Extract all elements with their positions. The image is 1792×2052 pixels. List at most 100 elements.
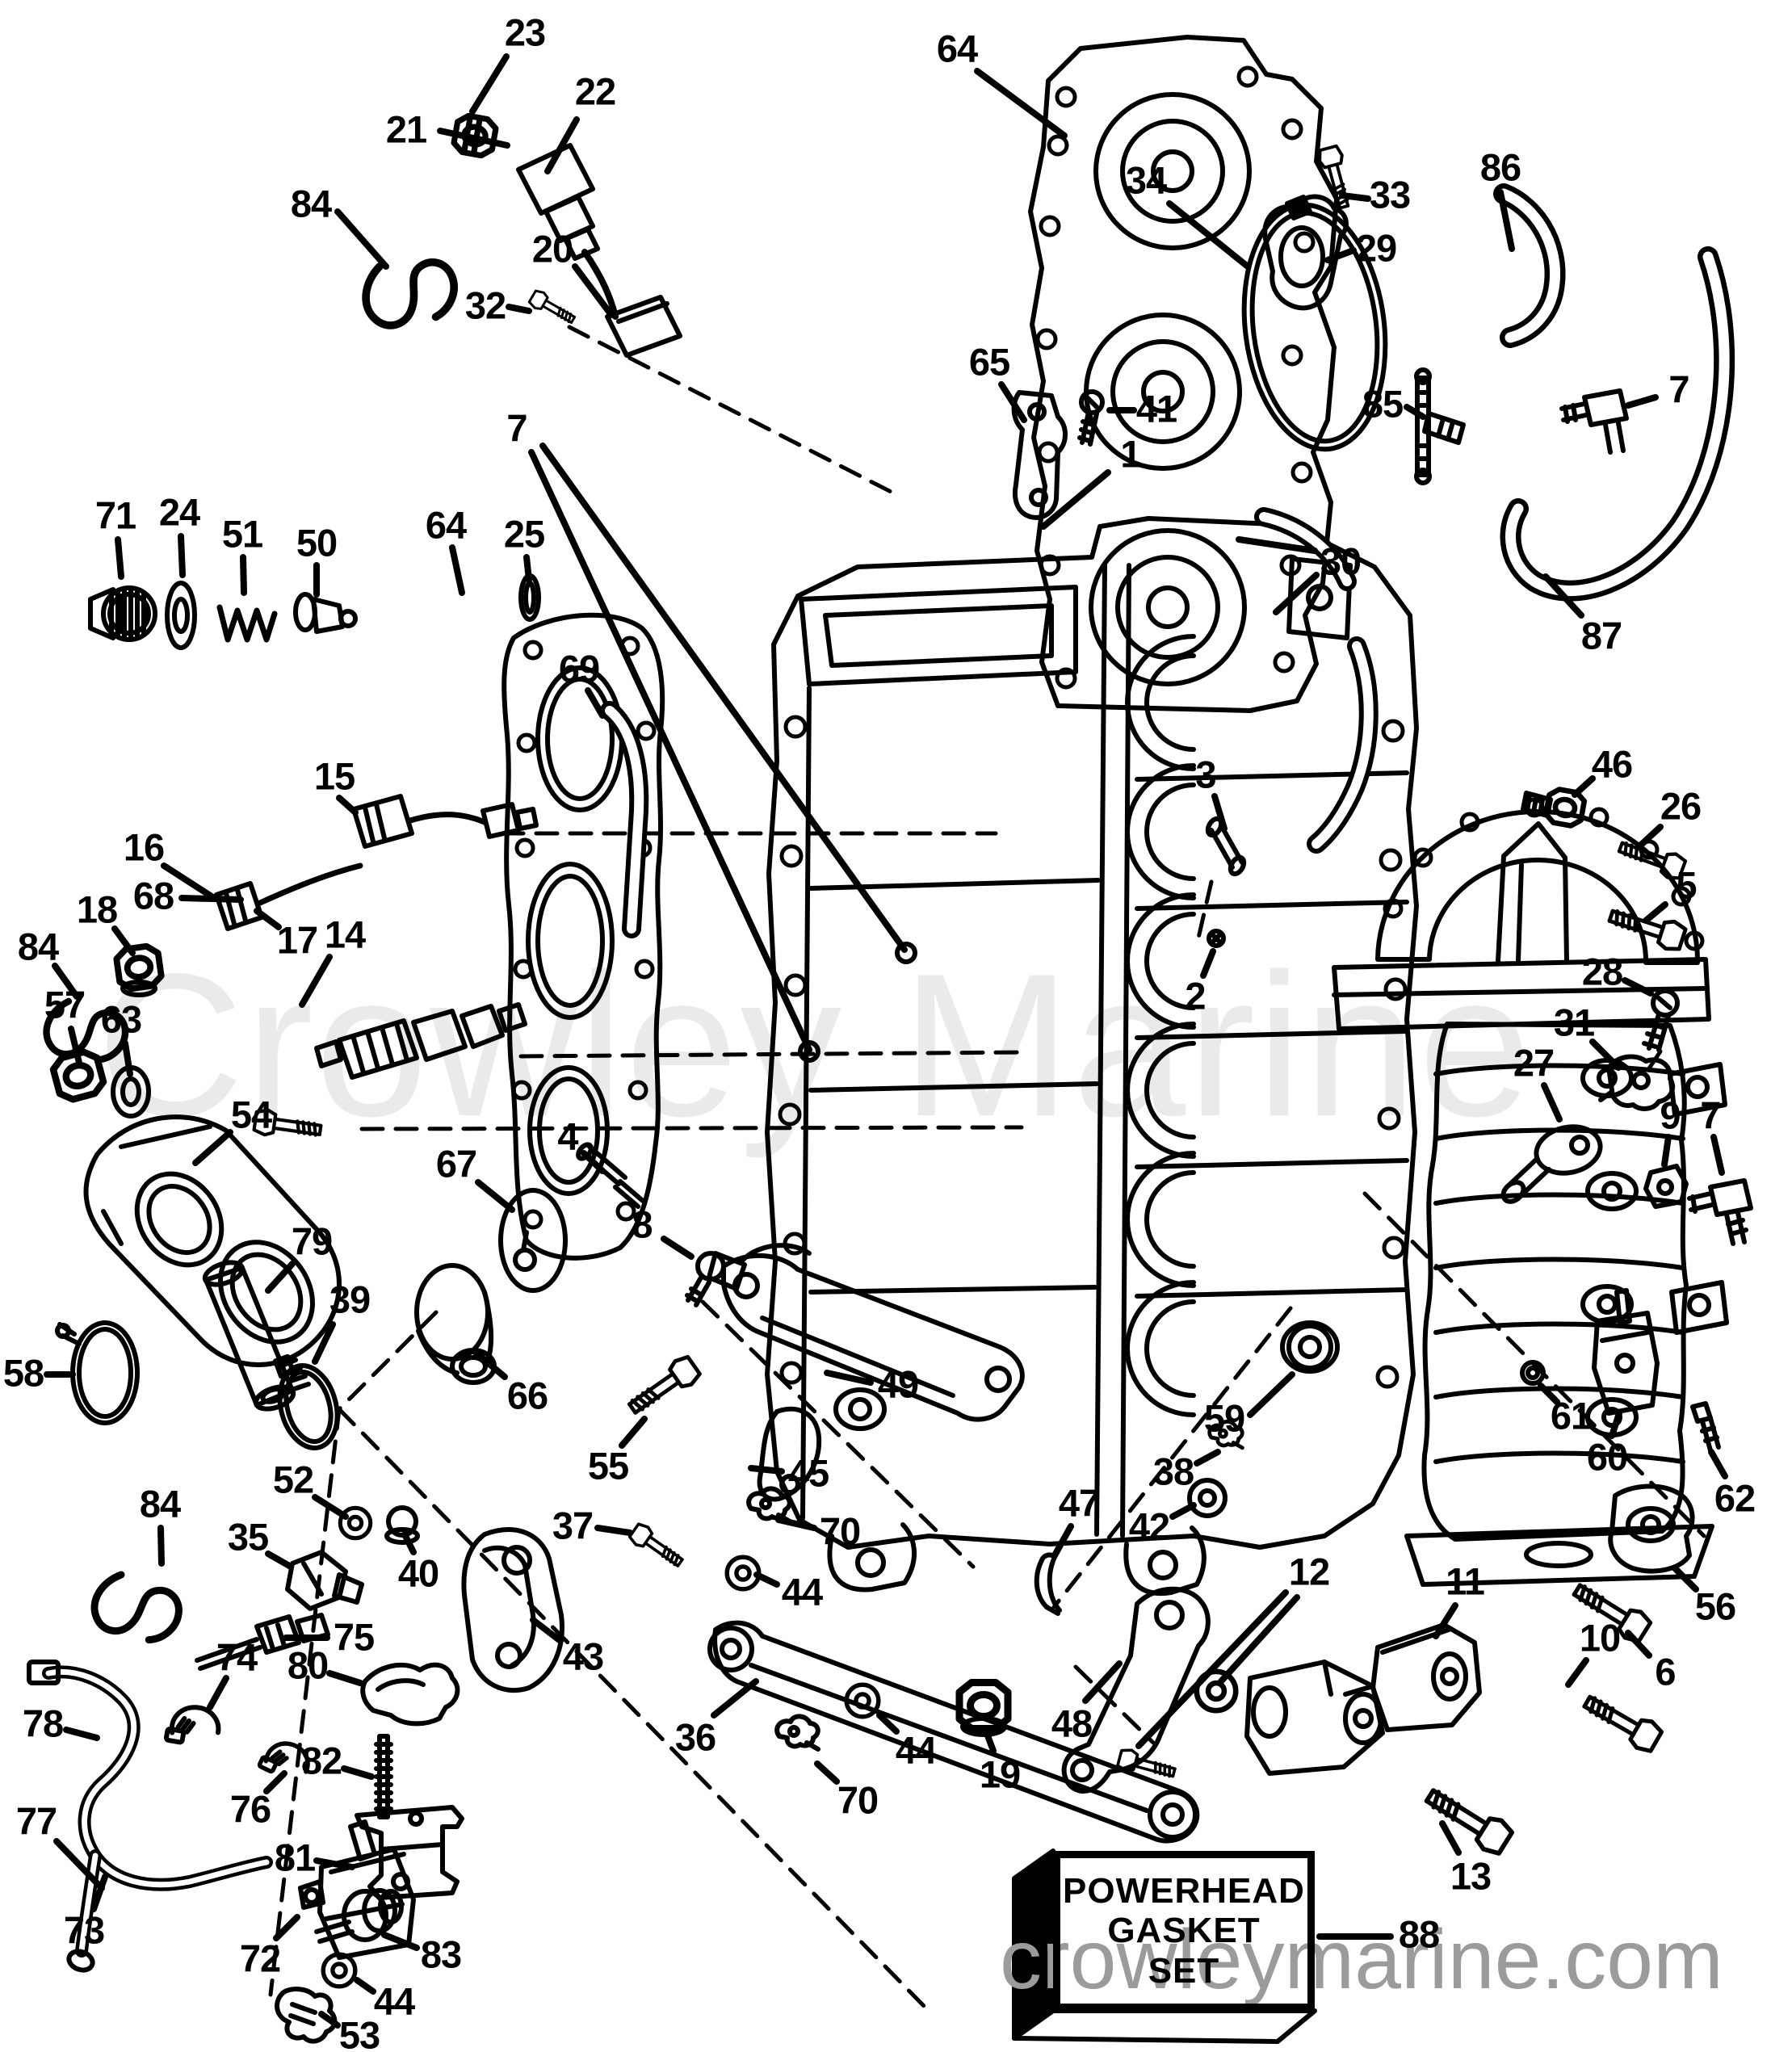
leader-line-37 — [594, 1525, 633, 1536]
callout-81: 81 — [274, 1836, 316, 1879]
clip-84-bottom — [89, 1570, 184, 1646]
hose-clamp-39 — [273, 1353, 340, 1450]
leader-line-40 — [401, 1531, 417, 1555]
screw-41 — [1077, 389, 1105, 447]
mount-12 — [1115, 1660, 1385, 1785]
leader-line-44 — [876, 1712, 900, 1735]
callout-48: 48 — [1051, 1702, 1093, 1745]
callout-14: 14 — [324, 913, 366, 956]
callout-46: 46 — [1591, 742, 1633, 786]
callout-80: 80 — [287, 1643, 329, 1687]
callout-84: 84 — [139, 1482, 181, 1525]
washer-24 — [165, 581, 197, 650]
spring-51 — [216, 604, 278, 643]
leader-line-59 — [1247, 1371, 1295, 1418]
leader-line-44 — [354, 1977, 376, 1995]
temp-sensor-21-22 — [516, 143, 682, 358]
callout-57: 57 — [44, 983, 86, 1026]
leader-line-5 — [1643, 901, 1668, 924]
leader-line-61 — [1538, 1383, 1560, 1405]
callout-66: 66 — [506, 1374, 548, 1417]
leader-line-22 — [544, 116, 580, 174]
leader-line-49 — [824, 1370, 874, 1386]
leader-line-87 — [1542, 573, 1584, 619]
callout-82: 82 — [300, 1739, 342, 1782]
leader-line-32 — [506, 304, 532, 314]
housing-54 — [83, 1114, 342, 1367]
cylinder-block — [765, 516, 1419, 1596]
bolt-37 — [626, 1520, 688, 1573]
screw-62 — [1690, 1401, 1721, 1453]
callout-9: 9 — [1660, 1093, 1681, 1137]
leader-line-36 — [711, 1678, 759, 1718]
callout-17: 17 — [276, 918, 318, 962]
leader-line-47 — [1051, 1523, 1074, 1559]
leader-line-8 — [661, 1236, 695, 1260]
nut-18 — [115, 945, 162, 997]
leader-line-53 — [318, 2011, 341, 2029]
callout-2: 2 — [1185, 974, 1206, 1018]
leader-line-43 — [530, 1617, 564, 1644]
leader-line-3 — [1211, 793, 1228, 832]
leader-line-4 — [581, 1150, 606, 1174]
leader-line-57 — [68, 1026, 82, 1066]
bracket-43 — [461, 1527, 564, 1693]
leader-line-76 — [263, 1770, 287, 1794]
leader-line-18 — [111, 925, 136, 956]
elbow-fitting-7-top — [1559, 388, 1629, 455]
callout-60: 60 — [1586, 1435, 1628, 1479]
leader-line-78 — [63, 1727, 100, 1741]
sensor-15 — [351, 794, 539, 849]
callout-41: 41 — [1135, 387, 1177, 430]
leader-line-30 — [1236, 536, 1318, 554]
callout-86: 86 — [1479, 145, 1521, 189]
callout-40: 40 — [397, 1551, 439, 1595]
leader-line-16 — [161, 862, 215, 900]
leader-line-51 — [240, 554, 247, 596]
callout-75: 75 — [333, 1615, 375, 1659]
leader-line-73 — [90, 1874, 108, 1912]
spark-plug-14 — [314, 1002, 527, 1080]
callout-leader-lines — [44, 53, 1728, 2029]
leader-line-25 — [523, 554, 532, 583]
callout-23: 23 — [504, 10, 546, 54]
leader-line-85 — [1404, 404, 1426, 420]
leader-line-65 — [998, 381, 1027, 423]
leader-line-7 — [539, 443, 908, 953]
leader-line-86 — [1497, 189, 1515, 252]
leader-line-69 — [585, 687, 606, 719]
callout-77: 77 — [15, 1799, 57, 1843]
clip-70-lower — [777, 1716, 818, 1749]
leader-line-33 — [1339, 192, 1371, 202]
callout-36: 36 — [674, 1715, 716, 1759]
cable-tie-74 — [166, 1703, 221, 1748]
callout-27: 27 — [1513, 1041, 1555, 1085]
callout-6: 6 — [1655, 1650, 1676, 1693]
hose-86 — [1493, 183, 1566, 348]
exhaust-side-plate — [502, 612, 665, 1261]
callout-44: 44 — [895, 1728, 937, 1772]
leader-line-79 — [265, 1261, 296, 1294]
callout-39: 39 — [329, 1278, 371, 1321]
wiring-harness-77-78 — [27, 1660, 273, 1973]
leader-line-84 — [334, 208, 389, 270]
watermark-bottom: crowleymarine.com — [1000, 1913, 1723, 2007]
callout-58: 58 — [2, 1351, 44, 1395]
flange-fitting-27 — [1500, 1124, 1603, 1204]
nut-40 — [384, 1505, 420, 1545]
leader-line-24 — [178, 533, 186, 578]
callout-15: 15 — [313, 754, 355, 798]
bolt-32 — [527, 287, 579, 329]
callout-64: 64 — [425, 503, 467, 547]
callout-28: 28 — [1581, 950, 1623, 993]
tee-fitting-85 — [1414, 367, 1466, 485]
callout-70: 70 — [837, 1778, 879, 1822]
check-valve-83 — [314, 1888, 404, 1944]
leader-line-45 — [748, 1465, 785, 1475]
callout-34: 34 — [1125, 158, 1167, 202]
callout-61: 61 — [1550, 1394, 1592, 1437]
leader-line-63 — [122, 1040, 133, 1077]
callout-16: 16 — [123, 825, 165, 869]
callout-10: 10 — [1579, 1616, 1621, 1660]
